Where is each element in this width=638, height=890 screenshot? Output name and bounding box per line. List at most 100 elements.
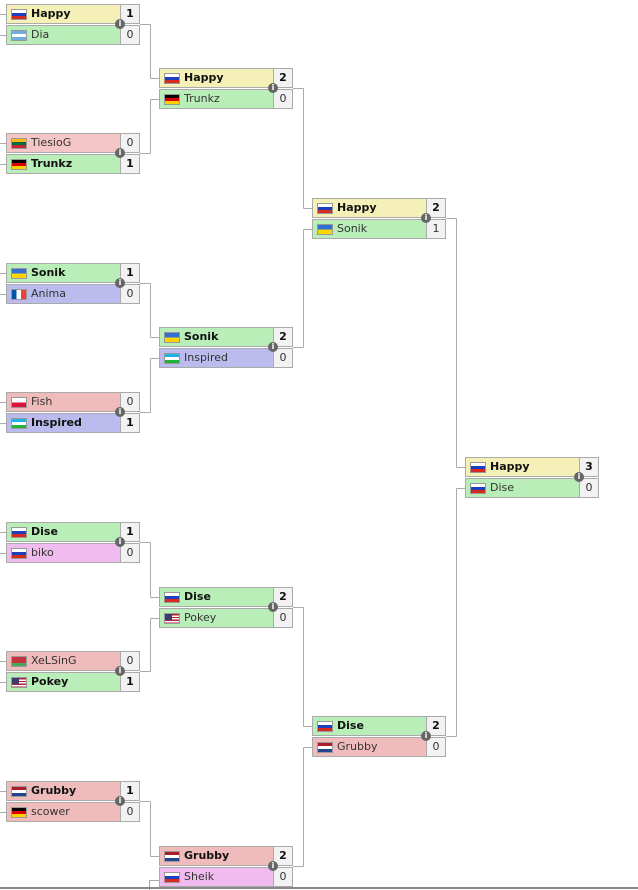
match-info-icon[interactable]: i bbox=[421, 213, 431, 223]
player-name: Dia bbox=[31, 28, 50, 41]
flag-ru-icon bbox=[317, 203, 333, 214]
player-score: 2 bbox=[426, 717, 445, 735]
player-score: 2 bbox=[273, 69, 292, 87]
player-score: 2 bbox=[273, 588, 292, 606]
player-score: 1 bbox=[120, 155, 139, 173]
match-info-icon[interactable]: i bbox=[574, 472, 584, 482]
player-score: 0 bbox=[273, 349, 292, 367]
flag-by-icon bbox=[11, 656, 27, 667]
flag-fr-icon bbox=[11, 289, 27, 300]
flag-ua-icon bbox=[317, 224, 333, 235]
flag-de-icon bbox=[164, 94, 180, 105]
player-score: 0 bbox=[120, 26, 139, 44]
player-name: Grubby bbox=[337, 740, 378, 753]
match-info-icon[interactable]: i bbox=[268, 83, 278, 93]
flag-us-icon bbox=[164, 613, 180, 624]
player-name: TiesioG bbox=[31, 136, 72, 149]
flag-ua-icon bbox=[164, 332, 180, 343]
flag-ru-icon bbox=[164, 872, 180, 883]
match-info-icon[interactable]: i bbox=[115, 407, 125, 417]
player-name: Trunkz bbox=[31, 157, 73, 170]
flag-ru-icon bbox=[470, 483, 486, 494]
player-score: 0 bbox=[273, 90, 292, 108]
match-info-icon[interactable]: i bbox=[115, 666, 125, 676]
flag-nl-icon bbox=[317, 742, 333, 753]
player-name: Happy bbox=[337, 201, 377, 214]
player-name: Happy bbox=[31, 7, 71, 20]
player-score: 1 bbox=[120, 414, 139, 432]
player-score: 0 bbox=[120, 393, 139, 411]
player-slot[interactable]: Trunkz 1 bbox=[6, 154, 140, 174]
player-slot[interactable]: scower 0 bbox=[6, 802, 140, 822]
match-info-icon[interactable]: i bbox=[115, 537, 125, 547]
player-name: Sonik bbox=[31, 266, 66, 279]
player-slot[interactable]: Trunkz 0 bbox=[159, 89, 293, 109]
player-slot[interactable]: Dia 0 bbox=[6, 25, 140, 45]
player-name: Dise bbox=[31, 525, 58, 538]
player-score: 2 bbox=[426, 199, 445, 217]
bottom-divider bbox=[0, 887, 638, 889]
player-score: 0 bbox=[579, 479, 598, 497]
match-info-icon[interactable]: i bbox=[115, 148, 125, 158]
match-info-icon[interactable]: i bbox=[268, 342, 278, 352]
flag-ru-icon bbox=[11, 527, 27, 538]
player-name: scower bbox=[31, 805, 70, 818]
player-name: Sonik bbox=[337, 222, 368, 235]
match-info-icon[interactable]: i bbox=[421, 731, 431, 741]
player-slot[interactable]: Grubby 0 bbox=[312, 737, 446, 757]
flag-de-icon bbox=[11, 807, 27, 818]
player-name: Trunkz bbox=[184, 92, 220, 105]
player-name: Pokey bbox=[31, 675, 69, 688]
flag-de-icon bbox=[11, 159, 27, 170]
player-name: Dise bbox=[490, 481, 515, 494]
match-info-icon[interactable]: i bbox=[115, 19, 125, 29]
match-info-icon[interactable]: i bbox=[115, 278, 125, 288]
match-info-icon[interactable]: i bbox=[268, 861, 278, 871]
player-score: 2 bbox=[273, 847, 292, 865]
player-score: 0 bbox=[120, 803, 139, 821]
player-name: Grubby bbox=[31, 784, 77, 797]
match-info-icon[interactable]: i bbox=[268, 602, 278, 612]
player-name: Dise bbox=[184, 590, 211, 603]
player-slot[interactable]: Pokey 1 bbox=[6, 672, 140, 692]
flag-ua-icon bbox=[11, 268, 27, 279]
player-score: 1 bbox=[120, 673, 139, 691]
player-score: 0 bbox=[426, 738, 445, 756]
match-info-icon[interactable]: i bbox=[115, 796, 125, 806]
player-slot[interactable]: Dise 0 bbox=[465, 478, 599, 498]
player-name: Pokey bbox=[184, 611, 217, 624]
player-name: Anima bbox=[31, 287, 67, 300]
flag-nl-icon bbox=[164, 851, 180, 862]
